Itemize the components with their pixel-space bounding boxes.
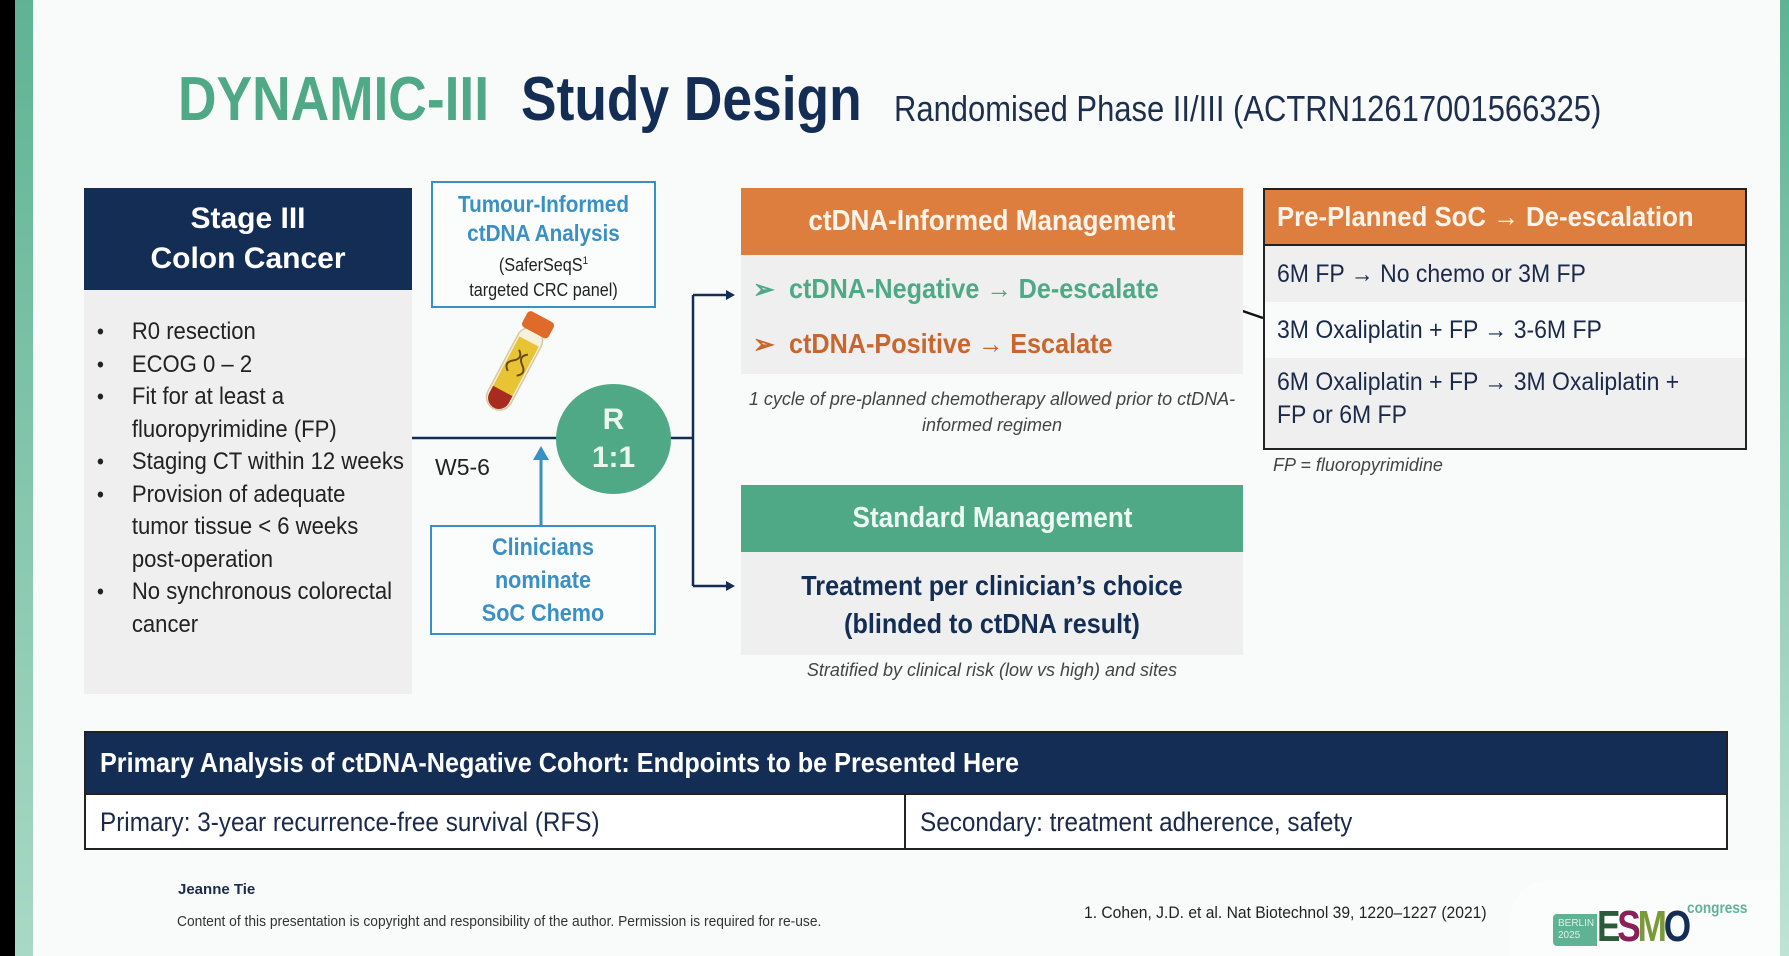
eligibility-item: Staging CT within 12 weeks bbox=[84, 446, 408, 479]
screen-edge bbox=[0, 0, 15, 956]
secondary-endpoint-text: Secondary: treatment adherence, safety bbox=[920, 807, 1353, 837]
tumour-line4: targeted CRC panel) bbox=[469, 280, 618, 300]
arrow-to-standard-arm bbox=[726, 581, 735, 591]
timepoint-label: W5-6 bbox=[435, 454, 490, 480]
reference-citation: 1. Cohen, J.D. et al. Nat Biotechnol 39,… bbox=[1084, 903, 1487, 922]
right-accent-bar bbox=[1780, 0, 1789, 956]
ctdna-arm-header-text: ctDNA-Informed Management bbox=[808, 205, 1176, 237]
clinicians-arrow-head bbox=[533, 446, 549, 460]
tumour-informed-box: Tumour-Informed ctDNA Analysis (SaferSeq… bbox=[431, 181, 656, 308]
copyright-notice: Content of this presentation is copyrigh… bbox=[177, 913, 822, 930]
tumour-line1: Tumour-Informed bbox=[458, 191, 629, 217]
footnote-marker: 1 bbox=[582, 255, 589, 267]
randomisation-ratio: 1:1 bbox=[591, 441, 636, 474]
eligibility-item: Fit for at least a fluoropyrimidine (FP) bbox=[84, 381, 408, 446]
eligibility-box: Stage III Colon Cancer R0 resection ECOG… bbox=[84, 188, 412, 694]
eligibility-header: Stage III Colon Cancer bbox=[84, 188, 412, 290]
standard-arm-line2: (blinded to ctDNA result) bbox=[844, 608, 1140, 639]
slide-title: DYNAMIC-III Study Design Randomised Phas… bbox=[178, 64, 1638, 144]
preplanned-header-text: Pre-Planned SoC → De-escalation bbox=[1277, 201, 1694, 232]
eligibility-item: R0 resection bbox=[84, 316, 408, 349]
ctdna-positive-text: ctDNA-Positive → Escalate bbox=[789, 328, 1113, 359]
eligibility-item: No synchronous colorectal cancer bbox=[84, 576, 408, 641]
ctdna-positive-row: ➢ ctDNA-Positive → Escalate bbox=[741, 316, 1243, 371]
logo-suffix: congress bbox=[1687, 900, 1748, 917]
logo-letter: S bbox=[1617, 902, 1641, 951]
primary-endpoint: Primary: 3-year recurrence-free survival… bbox=[86, 795, 906, 850]
clinicians-line2: nominate bbox=[494, 566, 592, 594]
presenter-name: Jeanne Tie bbox=[178, 881, 256, 898]
stratification-note: Stratified by clinical risk (low vs high… bbox=[806, 660, 1178, 680]
arrow-bullet-icon: ➢ bbox=[753, 274, 775, 304]
title-brand: DYNAMIC-III bbox=[178, 65, 490, 134]
endpoints-header-text: Primary Analysis of ctDNA-Negative Cohor… bbox=[100, 747, 1020, 778]
eligibility-list: R0 resection ECOG 0 – 2 Fit for at least… bbox=[84, 290, 412, 641]
ctdna-negative-row: ➢ ctDNA-Negative → De-escalate bbox=[741, 261, 1243, 316]
logo-location-badge: BERLIN 2025 bbox=[1553, 914, 1597, 946]
logo-letter: M bbox=[1637, 902, 1667, 951]
eligibility-item: Provision of adequate tumor tissue < 6 w… bbox=[84, 479, 408, 577]
arrow-bullet-icon: ➢ bbox=[753, 329, 775, 359]
preplanned-row-text: 3M Oxaliplatin + FP → 3-6M FP bbox=[1277, 316, 1602, 344]
preplanned-deescalation-table: Pre-Planned SoC → De-escalation 6M FP → … bbox=[1263, 188, 1747, 450]
preplanned-row: 6M FP → No chemo or 3M FP bbox=[1265, 246, 1745, 302]
clinicians-line1: Clinicians bbox=[491, 533, 595, 561]
standard-management-arm: Standard Management Treatment per clinic… bbox=[741, 485, 1243, 655]
logo-year: 2025 bbox=[1558, 930, 1581, 941]
standard-arm-body: Treatment per clinician’s choice (blinde… bbox=[741, 552, 1243, 643]
tumour-line3-text: (SaferSeqS bbox=[498, 255, 583, 275]
standard-arm-line1: Treatment per clinician’s choice bbox=[801, 570, 1183, 601]
blood-tube-icon bbox=[485, 311, 555, 411]
ctdna-negative-text: ctDNA-Negative → De-escalate bbox=[789, 273, 1159, 304]
preplanned-header: Pre-Planned SoC → De-escalation bbox=[1265, 190, 1745, 246]
eligibility-header-line2: Colon Cancer bbox=[150, 242, 346, 275]
fp-footnote: FP = fluoropyrimidine bbox=[1273, 455, 1443, 475]
preplanned-row-text: 6M FP → No chemo or 3M FP bbox=[1277, 260, 1586, 288]
tumour-line3: (SaferSeqS1 bbox=[444, 249, 643, 278]
preplanned-row: 6M Oxaliplatin + FP → 3M Oxaliplatin + F… bbox=[1265, 358, 1745, 446]
standard-arm-header-text: Standard Management bbox=[852, 502, 1132, 534]
clinicians-box: Clinicians nominate SoC Chemo bbox=[430, 525, 656, 635]
preplanned-row: 3M Oxaliplatin + FP → 3-6M FP bbox=[1265, 302, 1745, 358]
endpoints-row: Primary: 3-year recurrence-free survival… bbox=[86, 795, 1726, 850]
randomisation-label: R bbox=[602, 403, 625, 436]
logo-letter: O bbox=[1663, 902, 1691, 951]
standard-arm-header: Standard Management bbox=[741, 485, 1243, 552]
left-accent-bar bbox=[15, 0, 33, 956]
title-main: Study Design bbox=[521, 65, 862, 134]
preplanned-row-text: 6M Oxaliplatin + FP → 3M Oxaliplatin + F… bbox=[1277, 368, 1680, 429]
arrow-to-ctdna-arm bbox=[726, 290, 735, 300]
ctdna-informed-arm: ctDNA-Informed Management ➢ ctDNA-Negativ… bbox=[741, 188, 1243, 374]
logo-letter: E bbox=[1597, 902, 1621, 951]
logo-city: BERLIN bbox=[1558, 918, 1595, 929]
tumour-line2: ctDNA Analysis bbox=[467, 220, 620, 246]
ctdna-arm-header: ctDNA-Informed Management bbox=[741, 188, 1243, 255]
ctdna-arm-note: 1 cycle of pre-planned chemotherapy allo… bbox=[748, 389, 1236, 435]
primary-endpoint-text: Primary: 3-year recurrence-free survival… bbox=[100, 807, 600, 837]
randomisation-circle: R 1:1 bbox=[556, 384, 671, 494]
secondary-endpoint: Secondary: treatment adherence, safety bbox=[906, 795, 1400, 850]
eligibility-item: ECOG 0 – 2 bbox=[84, 349, 408, 382]
endpoints-header: Primary Analysis of ctDNA-Negative Cohor… bbox=[86, 733, 1726, 795]
eligibility-header-line1: Stage III bbox=[190, 202, 306, 235]
title-subtitle: Randomised Phase II/III (ACTRN1261700156… bbox=[894, 88, 1602, 129]
endpoints-table: Primary Analysis of ctDNA-Negative Cohor… bbox=[84, 731, 1728, 850]
clinicians-line3: SoC Chemo bbox=[481, 599, 605, 627]
